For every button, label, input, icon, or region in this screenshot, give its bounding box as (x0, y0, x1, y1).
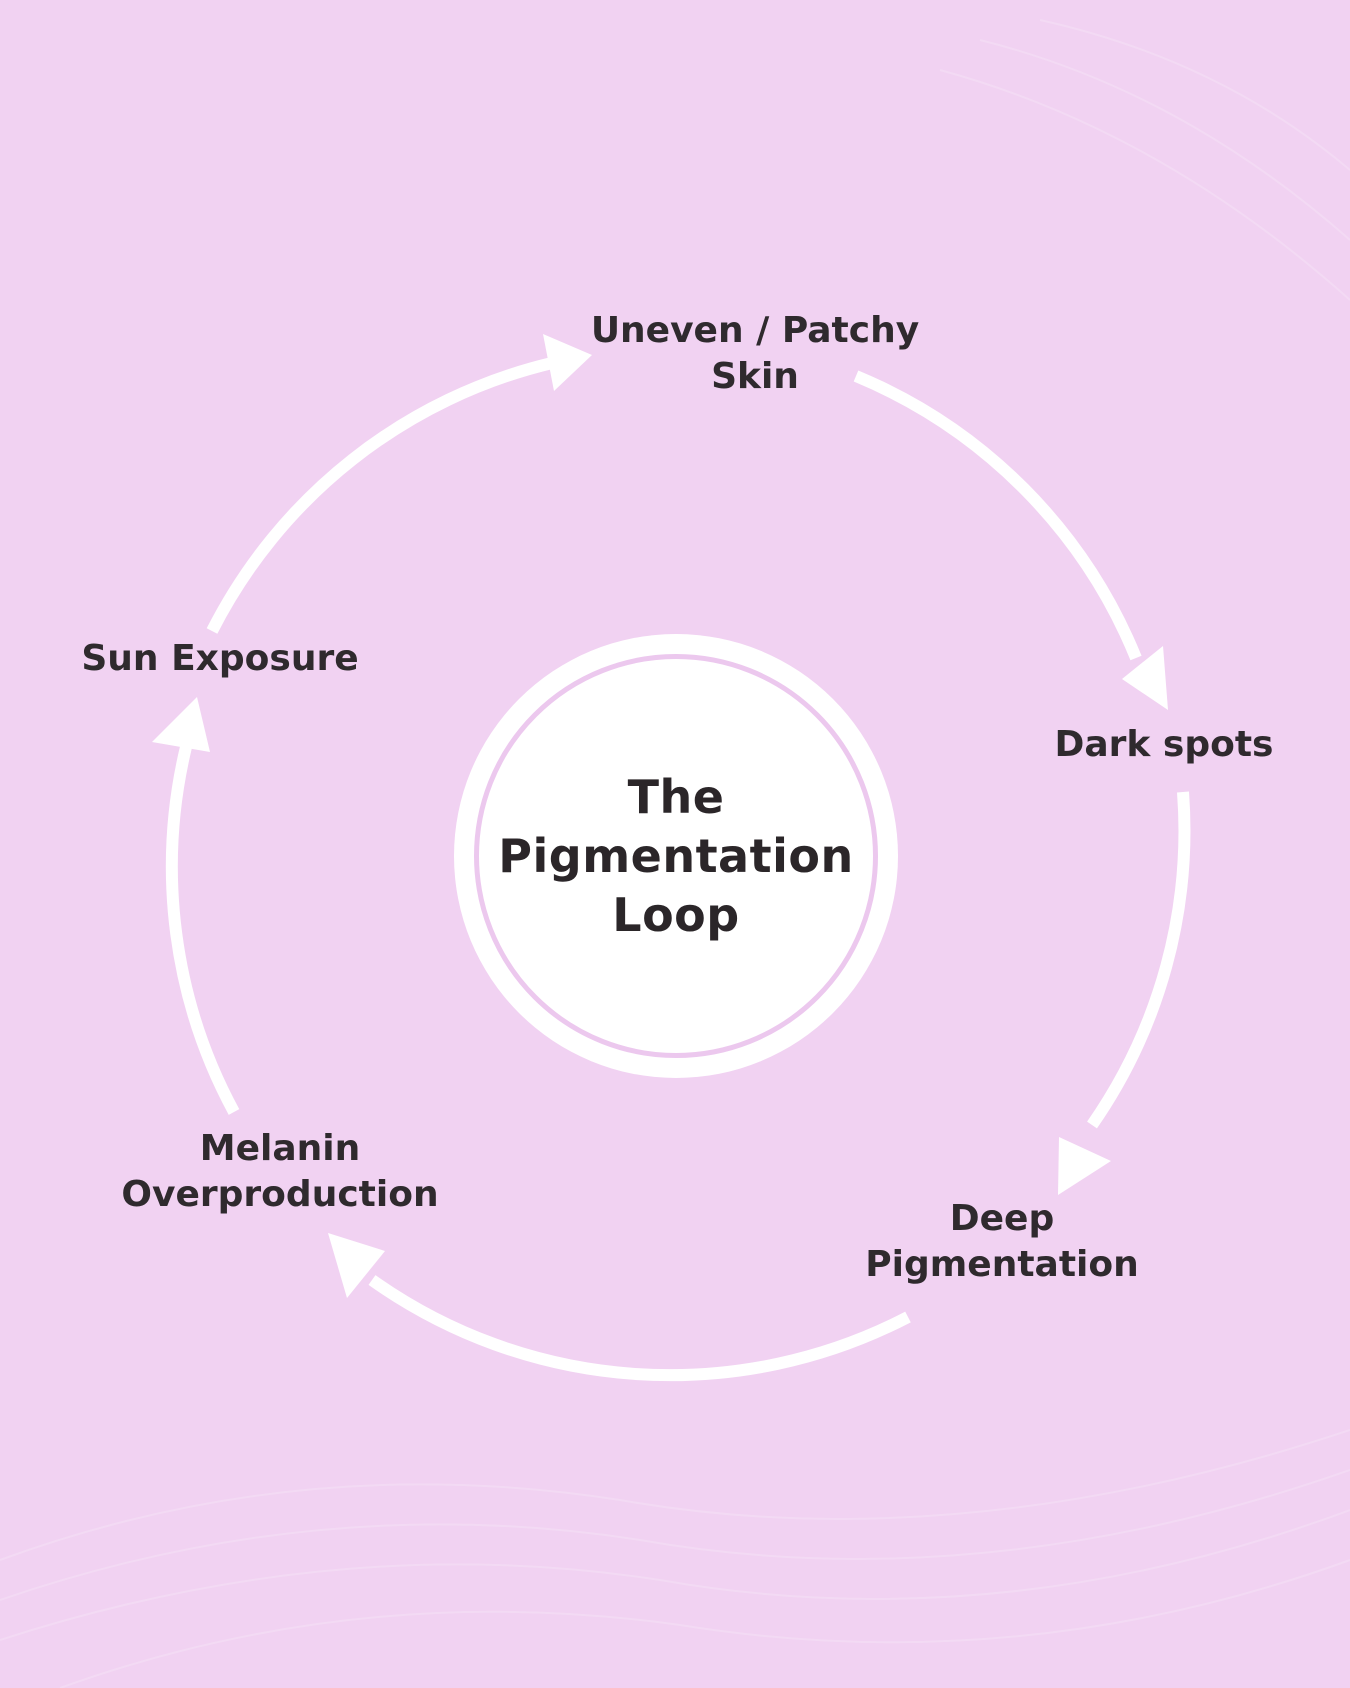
diagram-title: The Pigmentation Loop (498, 769, 854, 942)
arrowhead-deep (1058, 1137, 1111, 1195)
center-ring: The Pigmentation Loop (474, 654, 878, 1058)
arc-sun-to-uneven (206, 357, 554, 634)
arc-melanin-to-sun (165, 745, 240, 1115)
arrowhead-melanin (328, 1233, 385, 1298)
arc-deep-to-melanin (368, 1275, 911, 1382)
stage-uneven-patchy-skin: Uneven / Patchy Skin (590, 310, 920, 397)
arrowhead-dark (1122, 646, 1168, 710)
stage-melanin-overproduction: Melanin Overproduction (121, 1128, 439, 1215)
center-circle: The Pigmentation Loop (454, 634, 898, 1078)
arc-dark-to-deep (1087, 791, 1191, 1129)
arc-uneven-to-dark (853, 370, 1142, 661)
stage-dark-spots: Dark spots (1054, 724, 1274, 765)
arrowhead-uneven (543, 334, 592, 391)
stage-deep-pigmentation: Deep Pigmentation (865, 1198, 1139, 1285)
arrowhead-sun (152, 697, 210, 752)
stage-sun-exposure: Sun Exposure (81, 638, 359, 679)
